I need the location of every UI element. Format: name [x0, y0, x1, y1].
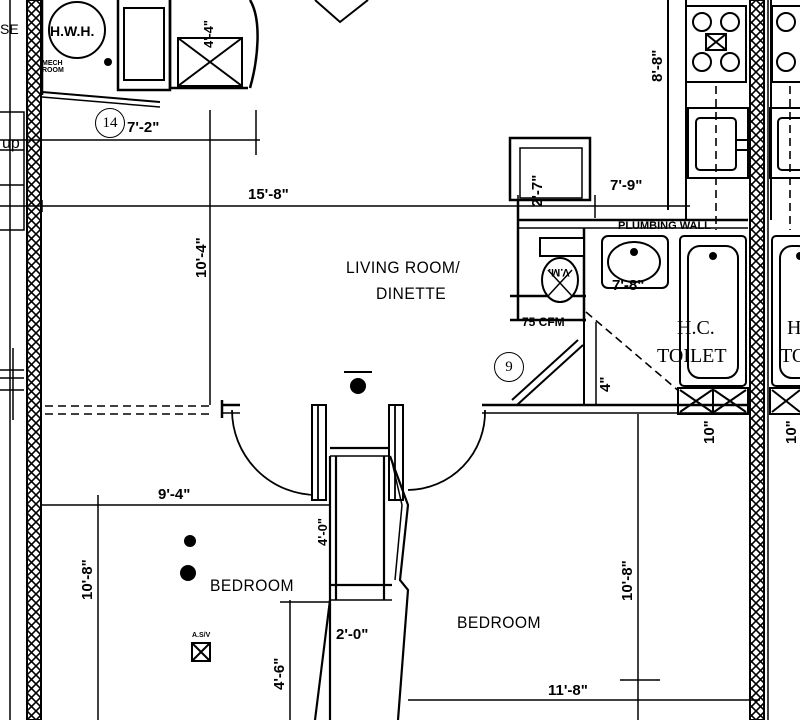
- dim-10-in-b: 10": [783, 420, 800, 444]
- dim-7-8: 7'-8": [612, 277, 645, 294]
- closet-storage: [177, 37, 243, 87]
- dim-11-8: 11'-8": [548, 682, 588, 699]
- dim-4-0: 4'-0": [315, 517, 330, 546]
- dim-line-10-8-right: [408, 414, 760, 720]
- dim-8-8: 8'-8": [649, 49, 666, 82]
- dim-2-0: 2'-0": [336, 626, 369, 643]
- left-bedroom-door: [231, 404, 327, 501]
- mech-room-walls: [40, 0, 259, 108]
- dim-9-4: 9'-4": [158, 486, 191, 503]
- dashed-duct-lines: [45, 86, 791, 415]
- hwh-label: H.W.H.: [50, 23, 95, 39]
- asv-label: A.S/V: [192, 632, 211, 639]
- bathtub-unit-1: [679, 235, 747, 387]
- mech-room-label: MECH ROOM: [42, 60, 64, 74]
- dim-line-7-2: [0, 110, 260, 405]
- tag-14: 14: [95, 108, 125, 138]
- lavatory-fixture: [601, 235, 669, 289]
- dim-10-4: 10'-4": [193, 237, 210, 278]
- hatched-blocks: [677, 387, 800, 415]
- hc-toilet-frag-1: H: [787, 317, 800, 339]
- hc-toilet-frag-2: TO: [780, 345, 800, 367]
- up-label: up: [2, 135, 20, 152]
- hc-toilet-label-2: TOILET: [657, 345, 727, 367]
- dim-line-9-4: [42, 495, 330, 720]
- stair-left: [0, 111, 25, 231]
- closet-between-bedrooms: [313, 446, 410, 720]
- toilet-fixture: [539, 237, 585, 303]
- left-exterior-wall: [9, 0, 42, 720]
- dim-4-6: 4'-6": [271, 657, 288, 690]
- dim-7-2: 7'-2": [127, 119, 160, 136]
- ceiling-fixture: [344, 371, 372, 394]
- room-living-label: LIVING ROOM/: [346, 258, 461, 277]
- vm-label: V.M.: [548, 266, 570, 278]
- dim-line-4-6: [280, 600, 330, 720]
- top-partial-shape: [314, 0, 369, 24]
- bath-door: [511, 322, 597, 406]
- dim-2-7: 2'-7": [529, 174, 546, 207]
- right-bedroom-door: [388, 404, 486, 501]
- outlet-dot-2: [180, 565, 196, 581]
- dim-15-8: 15'-8": [248, 186, 289, 203]
- tag-9: 9: [494, 352, 524, 382]
- room-bedroom-right-label: BEDROOM: [457, 613, 542, 632]
- se-label: SE: [0, 21, 19, 37]
- dim-line-15-8: [0, 195, 690, 218]
- kitchen-ranges: [685, 5, 800, 179]
- left-misc-walls: [0, 348, 24, 420]
- bathtub-unit-2: [771, 235, 800, 387]
- dim-10-8-left: 10'-8": [79, 559, 96, 600]
- dim-10-8-right: 10'-8": [619, 560, 636, 601]
- dim-4-4: 4'-4": [201, 19, 216, 48]
- dim-7-9: 7'-9": [610, 177, 643, 194]
- cfm-label: 75 CFM: [522, 315, 565, 329]
- dim-10-in-a: 10": [701, 420, 718, 444]
- plumbing-wall-label: PLUMBING WALL: [618, 220, 711, 232]
- water-heater: [48, 1, 112, 66]
- dim-4-in: 4": [597, 376, 614, 392]
- smoke-detector-box: [191, 642, 211, 662]
- room-bedroom-left-label: BEDROOM: [210, 576, 295, 595]
- right-party-wall: [749, 0, 769, 720]
- bedroom-top-wall: [220, 400, 750, 418]
- room-dinette-label: DINETTE: [376, 284, 447, 303]
- hc-toilet-label-1: H.C.: [677, 317, 715, 339]
- outlet-dot-1: [184, 535, 196, 547]
